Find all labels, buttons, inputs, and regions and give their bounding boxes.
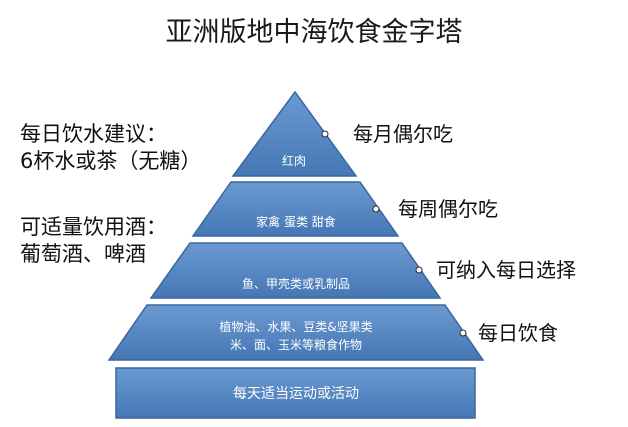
pyramid-base bbox=[115, 367, 476, 419]
water-advice-line2: 6杯水或茶（无糖） bbox=[20, 149, 202, 173]
marker-dot-1 bbox=[321, 130, 329, 138]
pyramid-level-2-label: 家禽 蛋类 甜食 bbox=[256, 214, 336, 229]
alcohol-advice-line1: 可适量饮用酒： bbox=[20, 215, 167, 239]
pyramid-level-4 bbox=[107, 304, 485, 361]
marker-dot-4 bbox=[459, 329, 467, 337]
pyramid-level-4-label-line1: 植物油、水果、豆类&坚果类 bbox=[219, 319, 372, 334]
pyramid-level-1-label: 红肉 bbox=[282, 153, 306, 168]
pyramid-base-label: 每天适当运动或活动 bbox=[233, 386, 359, 402]
frequency-label-3: 可纳入每日选择 bbox=[436, 258, 576, 282]
alcohol-advice: 可适量饮用酒： 葡萄酒、啤酒 bbox=[20, 214, 167, 268]
pyramid-level-2 bbox=[191, 181, 400, 237]
alcohol-advice-line2: 葡萄酒、啤酒 bbox=[20, 242, 146, 266]
water-advice-line1: 每日饮水建议： bbox=[20, 122, 167, 146]
page-title: 亚洲版地中海饮食金字塔 bbox=[165, 17, 463, 48]
frequency-label-1: 每月偶尔吃 bbox=[353, 122, 453, 146]
frequency-label-4: 每日饮食 bbox=[478, 321, 558, 345]
marker-dot-2 bbox=[372, 205, 380, 213]
pyramid-level-3 bbox=[149, 242, 442, 299]
pyramid-level-3-label: 鱼、甲壳类或乳制品 bbox=[242, 277, 350, 291]
pyramid-level-4-label-line2: 米、面、玉米等粮食作物 bbox=[230, 337, 362, 352]
water-advice: 每日饮水建议： 6杯水或茶（无糖） bbox=[20, 121, 201, 175]
frequency-label-2: 每周偶尔吃 bbox=[398, 197, 498, 221]
marker-dot-3 bbox=[415, 266, 423, 274]
